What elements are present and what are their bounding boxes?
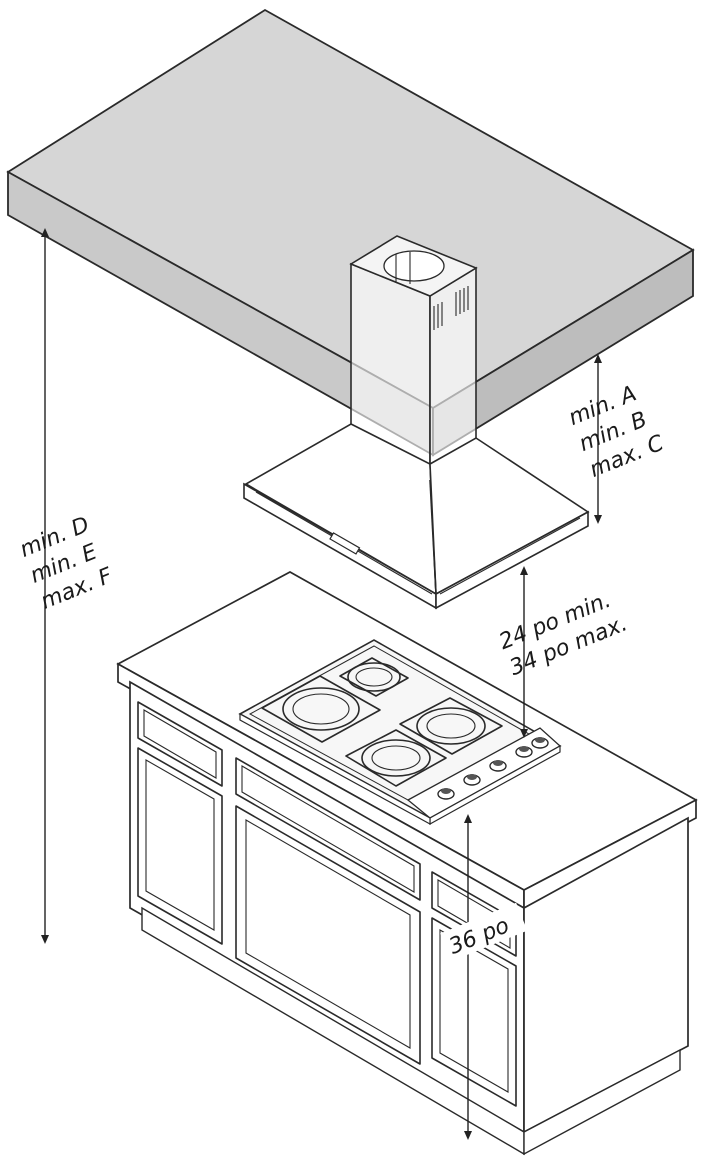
cabinet-drawer-left bbox=[137, 701, 223, 787]
hood-chimney bbox=[349, 235, 478, 482]
knob-icon bbox=[515, 746, 533, 758]
label-hood-clearance: 24 po min. 34 po max. bbox=[496, 588, 631, 681]
canopy-right-face bbox=[429, 437, 590, 596]
ceiling-slab bbox=[6, 8, 695, 457]
knob-icon bbox=[489, 760, 507, 772]
burner-icon bbox=[399, 697, 503, 755]
cabinet-door-center bbox=[235, 805, 421, 1065]
cabinet-door-right bbox=[431, 917, 517, 1107]
toe-kick-side bbox=[523, 1048, 681, 1156]
burner-icon bbox=[339, 657, 409, 697]
cooktop bbox=[238, 639, 562, 826]
cabinet-side bbox=[523, 816, 689, 1134]
knob-icon bbox=[531, 737, 549, 749]
burner-icon bbox=[261, 675, 381, 743]
knob-icon bbox=[437, 788, 455, 800]
cabinet-drawer-right bbox=[431, 871, 517, 957]
chimney-vent-slots bbox=[433, 286, 469, 330]
label-ceiling-to-floor: min. D min. E max. F bbox=[16, 512, 116, 614]
canopy-side-rim bbox=[435, 510, 589, 610]
label-backdrop bbox=[440, 902, 528, 962]
duct-opening bbox=[383, 250, 445, 282]
countertop-side-edge bbox=[523, 798, 697, 910]
cabinet-drawer-center bbox=[235, 757, 421, 901]
burner-icon bbox=[345, 729, 447, 787]
cabinet-door-left bbox=[137, 747, 223, 945]
hood-control-panel bbox=[329, 532, 361, 555]
knob-icon bbox=[463, 774, 481, 786]
label-chimney-length: min. A min. B max. C bbox=[565, 381, 668, 483]
hood-canopy bbox=[243, 423, 590, 610]
